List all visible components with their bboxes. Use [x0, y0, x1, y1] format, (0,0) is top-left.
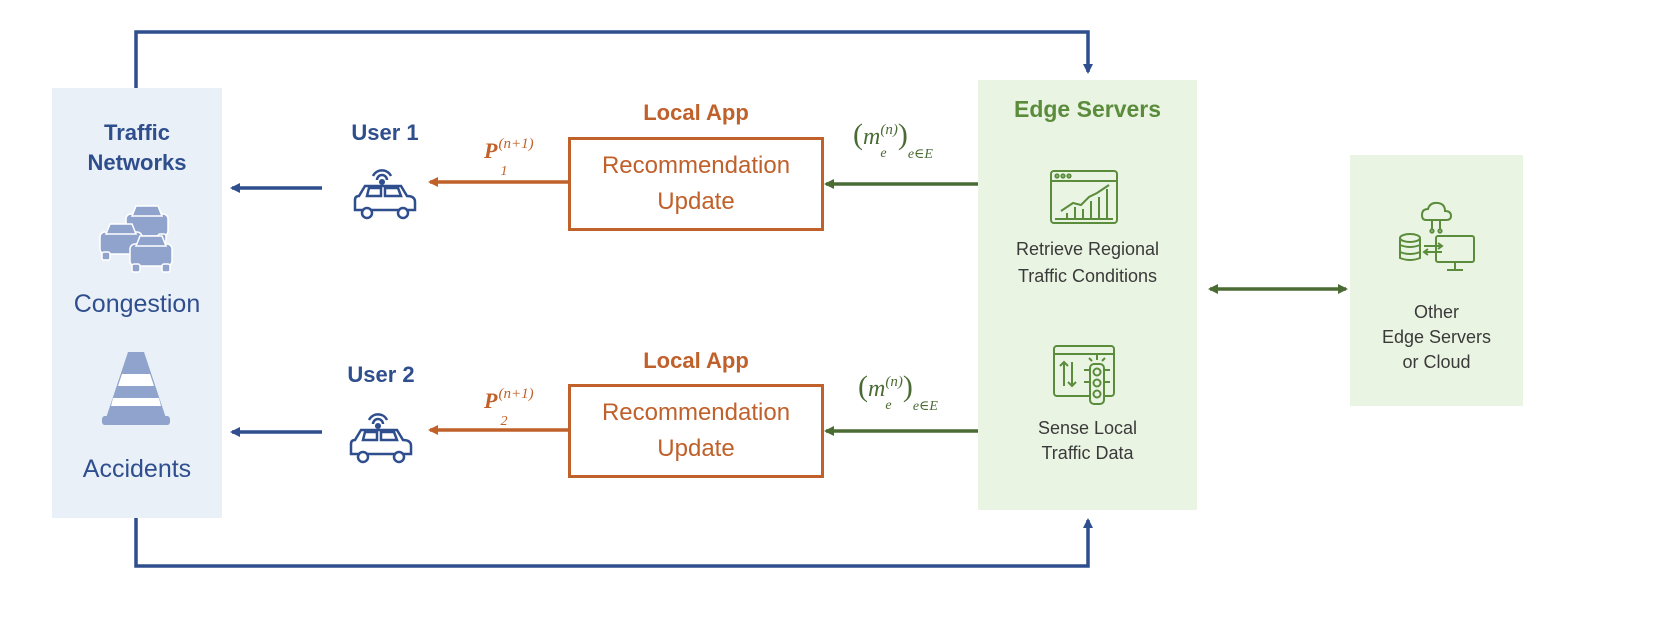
- edge-servers-panel: [978, 80, 1197, 510]
- box2-line1: Recommendation: [601, 399, 791, 426]
- other-servers-panel: [1350, 155, 1523, 406]
- local-app2-title: Local App: [643, 348, 749, 373]
- p2-label: P(n+1) 2: [484, 386, 534, 429]
- bottom-feedback-loop: [134, 518, 1093, 568]
- p1-superscript: (n+1): [498, 136, 534, 152]
- m1-symbol: m: [863, 124, 881, 150]
- p1-symbol: P: [484, 138, 498, 163]
- m2-subscript: e: [885, 398, 892, 413]
- traffic-title-line1: Traffic: [103, 120, 171, 145]
- other-servers-label: Other Edge Servers or Cloud: [1350, 300, 1523, 375]
- top-feedback-loop: [134, 30, 1093, 88]
- m2-outer-subscript: e∈E: [912, 399, 938, 414]
- edge-servers-title: Edge Servers: [1013, 96, 1162, 122]
- cars-traffic-icon: [99, 205, 173, 273]
- other-line2: Edge Servers: [1381, 327, 1492, 347]
- box2-line2: Update: [657, 435, 735, 462]
- sense-local-label: Sense Local Traffic Data: [978, 416, 1197, 466]
- p2-symbol: P: [484, 388, 498, 413]
- retrieve-line1: Retrieve Regional: [1015, 239, 1160, 259]
- other-line3: or Cloud: [1402, 352, 1471, 372]
- other-line1: Other: [1413, 302, 1460, 322]
- m1-superscript: (n): [880, 122, 898, 138]
- m2-symbol: m: [868, 376, 886, 402]
- user2-car-icon: [349, 413, 413, 464]
- m-label-1: (m(n)e)e∈E: [853, 118, 933, 162]
- recommendation-update-box-1: Recommendation Update: [568, 137, 824, 231]
- retrieve-regional-label: Retrieve Regional Traffic Conditions: [978, 236, 1197, 290]
- local-app1-title: Local App: [643, 100, 749, 125]
- sense-line1: Sense Local: [1037, 418, 1138, 438]
- m1-subscript: e: [880, 146, 887, 161]
- traffic-title-line2: Networks: [87, 150, 187, 175]
- m2-superscript: (n): [885, 374, 903, 390]
- p2-subscript: 2: [500, 414, 508, 429]
- user1-car-icon: [353, 169, 417, 220]
- dashboard-chart-icon: [1050, 170, 1118, 224]
- user1-label: User 1: [351, 120, 419, 145]
- m-label-2: (m(n)e)e∈E: [858, 370, 938, 414]
- user2-label: User 2: [347, 362, 415, 387]
- p1-label: P(n+1) 1: [484, 136, 534, 179]
- box1-line1: Recommendation: [601, 152, 791, 179]
- traffic-light-sensor-icon: [1053, 345, 1115, 405]
- traffic-cone-icon: [102, 352, 170, 425]
- recommendation-update-box-2: Recommendation Update: [568, 384, 824, 478]
- congestion-label: Congestion: [73, 290, 201, 318]
- box1-line2: Update: [657, 188, 735, 215]
- p1-subscript: 1: [500, 164, 508, 179]
- cloud-database-computer-icon: [1399, 201, 1475, 271]
- sense-line2: Traffic Data: [1041, 443, 1134, 463]
- accidents-label: Accidents: [82, 455, 192, 483]
- p2-superscript: (n+1): [498, 386, 534, 402]
- traffic-networks-title: Traffic Networks: [52, 118, 222, 178]
- retrieve-line2: Traffic Conditions: [1017, 266, 1158, 286]
- traffic-networks-panel: [52, 88, 222, 518]
- m1-outer-subscript: e∈E: [907, 147, 933, 162]
